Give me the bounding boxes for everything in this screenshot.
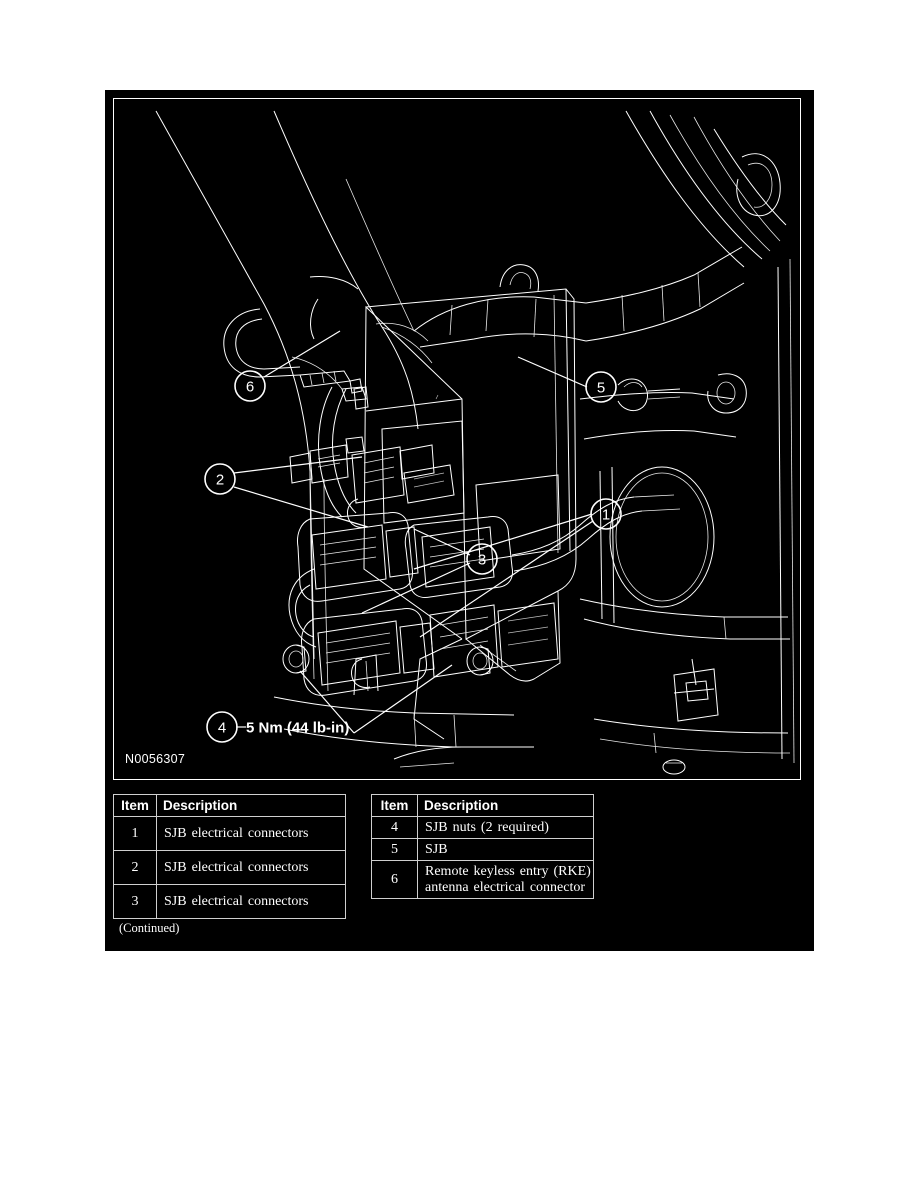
lower-body-panel	[273, 654, 534, 768]
column-header-description: Description	[156, 794, 346, 817]
connector-group-1	[297, 494, 681, 602]
item-number: 5	[371, 838, 418, 861]
table-row: 5 SJB	[371, 838, 594, 861]
document-panel: 6 2 5 1 3 4 5 Nm (44 lb-in)	[105, 90, 814, 951]
connector-group-3	[288, 568, 559, 696]
item-number: 3	[113, 884, 157, 919]
table-row: 6 Remote keyless entry (RKE) antenna ele…	[371, 860, 594, 899]
sjb-module-body	[363, 264, 577, 740]
item-description: Remote keyless entry (RKE) antenna elect…	[417, 860, 594, 899]
item-number: 4	[371, 816, 418, 839]
table-row: 2 SJB electrical connectors	[113, 850, 346, 885]
callout-6-label: 6	[246, 379, 254, 396]
item-description: SJB	[417, 838, 594, 861]
sjb-mounting-nuts	[282, 644, 494, 676]
torque-callout[interactable]: 4 5 Nm (44 lb-in)	[206, 711, 349, 743]
callout-3[interactable]: 3	[466, 543, 498, 575]
table-header-row: Item Description	[371, 794, 594, 817]
column-header-item: Item	[371, 794, 418, 817]
right-body-panel	[579, 373, 791, 775]
item-description: SJB electrical connectors	[156, 816, 346, 851]
item-description: SJB electrical connectors	[156, 850, 346, 885]
connector-group-2	[289, 386, 455, 518]
callout-5[interactable]: 5	[585, 371, 617, 403]
column-header-description: Description	[417, 794, 594, 817]
column-header-item: Item	[113, 794, 157, 817]
item-number: 6	[371, 860, 418, 899]
table-row: 3 SJB electrical connectors	[113, 884, 346, 919]
table-row: 4 SJB nuts (2 required)	[371, 816, 594, 839]
continued-note: (Continued)	[119, 921, 180, 935]
callout-3-label: 3	[478, 552, 486, 569]
right-frame-edge	[777, 258, 795, 764]
rke-antenna-cable	[223, 308, 363, 394]
callout-leader-lines	[233, 330, 594, 734]
drawing-number: N0056307	[125, 752, 186, 766]
body-structure-lines	[155, 110, 787, 692]
callout-2[interactable]: 2	[204, 463, 236, 495]
item-description: SJB electrical connectors	[156, 884, 346, 919]
callout-1-label: 1	[602, 507, 610, 524]
item-description: SJB nuts (2 required)	[417, 816, 594, 839]
callout-1[interactable]: 1	[590, 498, 622, 530]
upper-bracket-assembly	[309, 276, 367, 402]
sjb-edge-clips	[347, 386, 371, 688]
table-header-row: Item Description	[113, 794, 346, 817]
item-number: 1	[113, 816, 157, 851]
technical-illustration: 6 2 5 1 3 4 5 Nm (44 lb-in)	[155, 110, 795, 775]
item-number: 2	[113, 850, 157, 885]
torque-callout-number: 4	[218, 720, 226, 737]
item-description-table-left: Item Description 1 SJB electrical connec…	[113, 794, 346, 919]
callout-2-label: 2	[216, 472, 224, 489]
torque-spec-label: 5 Nm (44 lb-in)	[246, 720, 349, 737]
table-row: 1 SJB electrical connectors	[113, 816, 346, 851]
illustration-frame: 6 2 5 1 3 4 5 Nm (44 lb-in)	[113, 98, 801, 780]
callout-5-label: 5	[597, 380, 605, 397]
callout-6[interactable]: 6	[234, 370, 266, 402]
item-description-table-right: Item Description 4 SJB nuts (2 required)…	[371, 794, 594, 899]
